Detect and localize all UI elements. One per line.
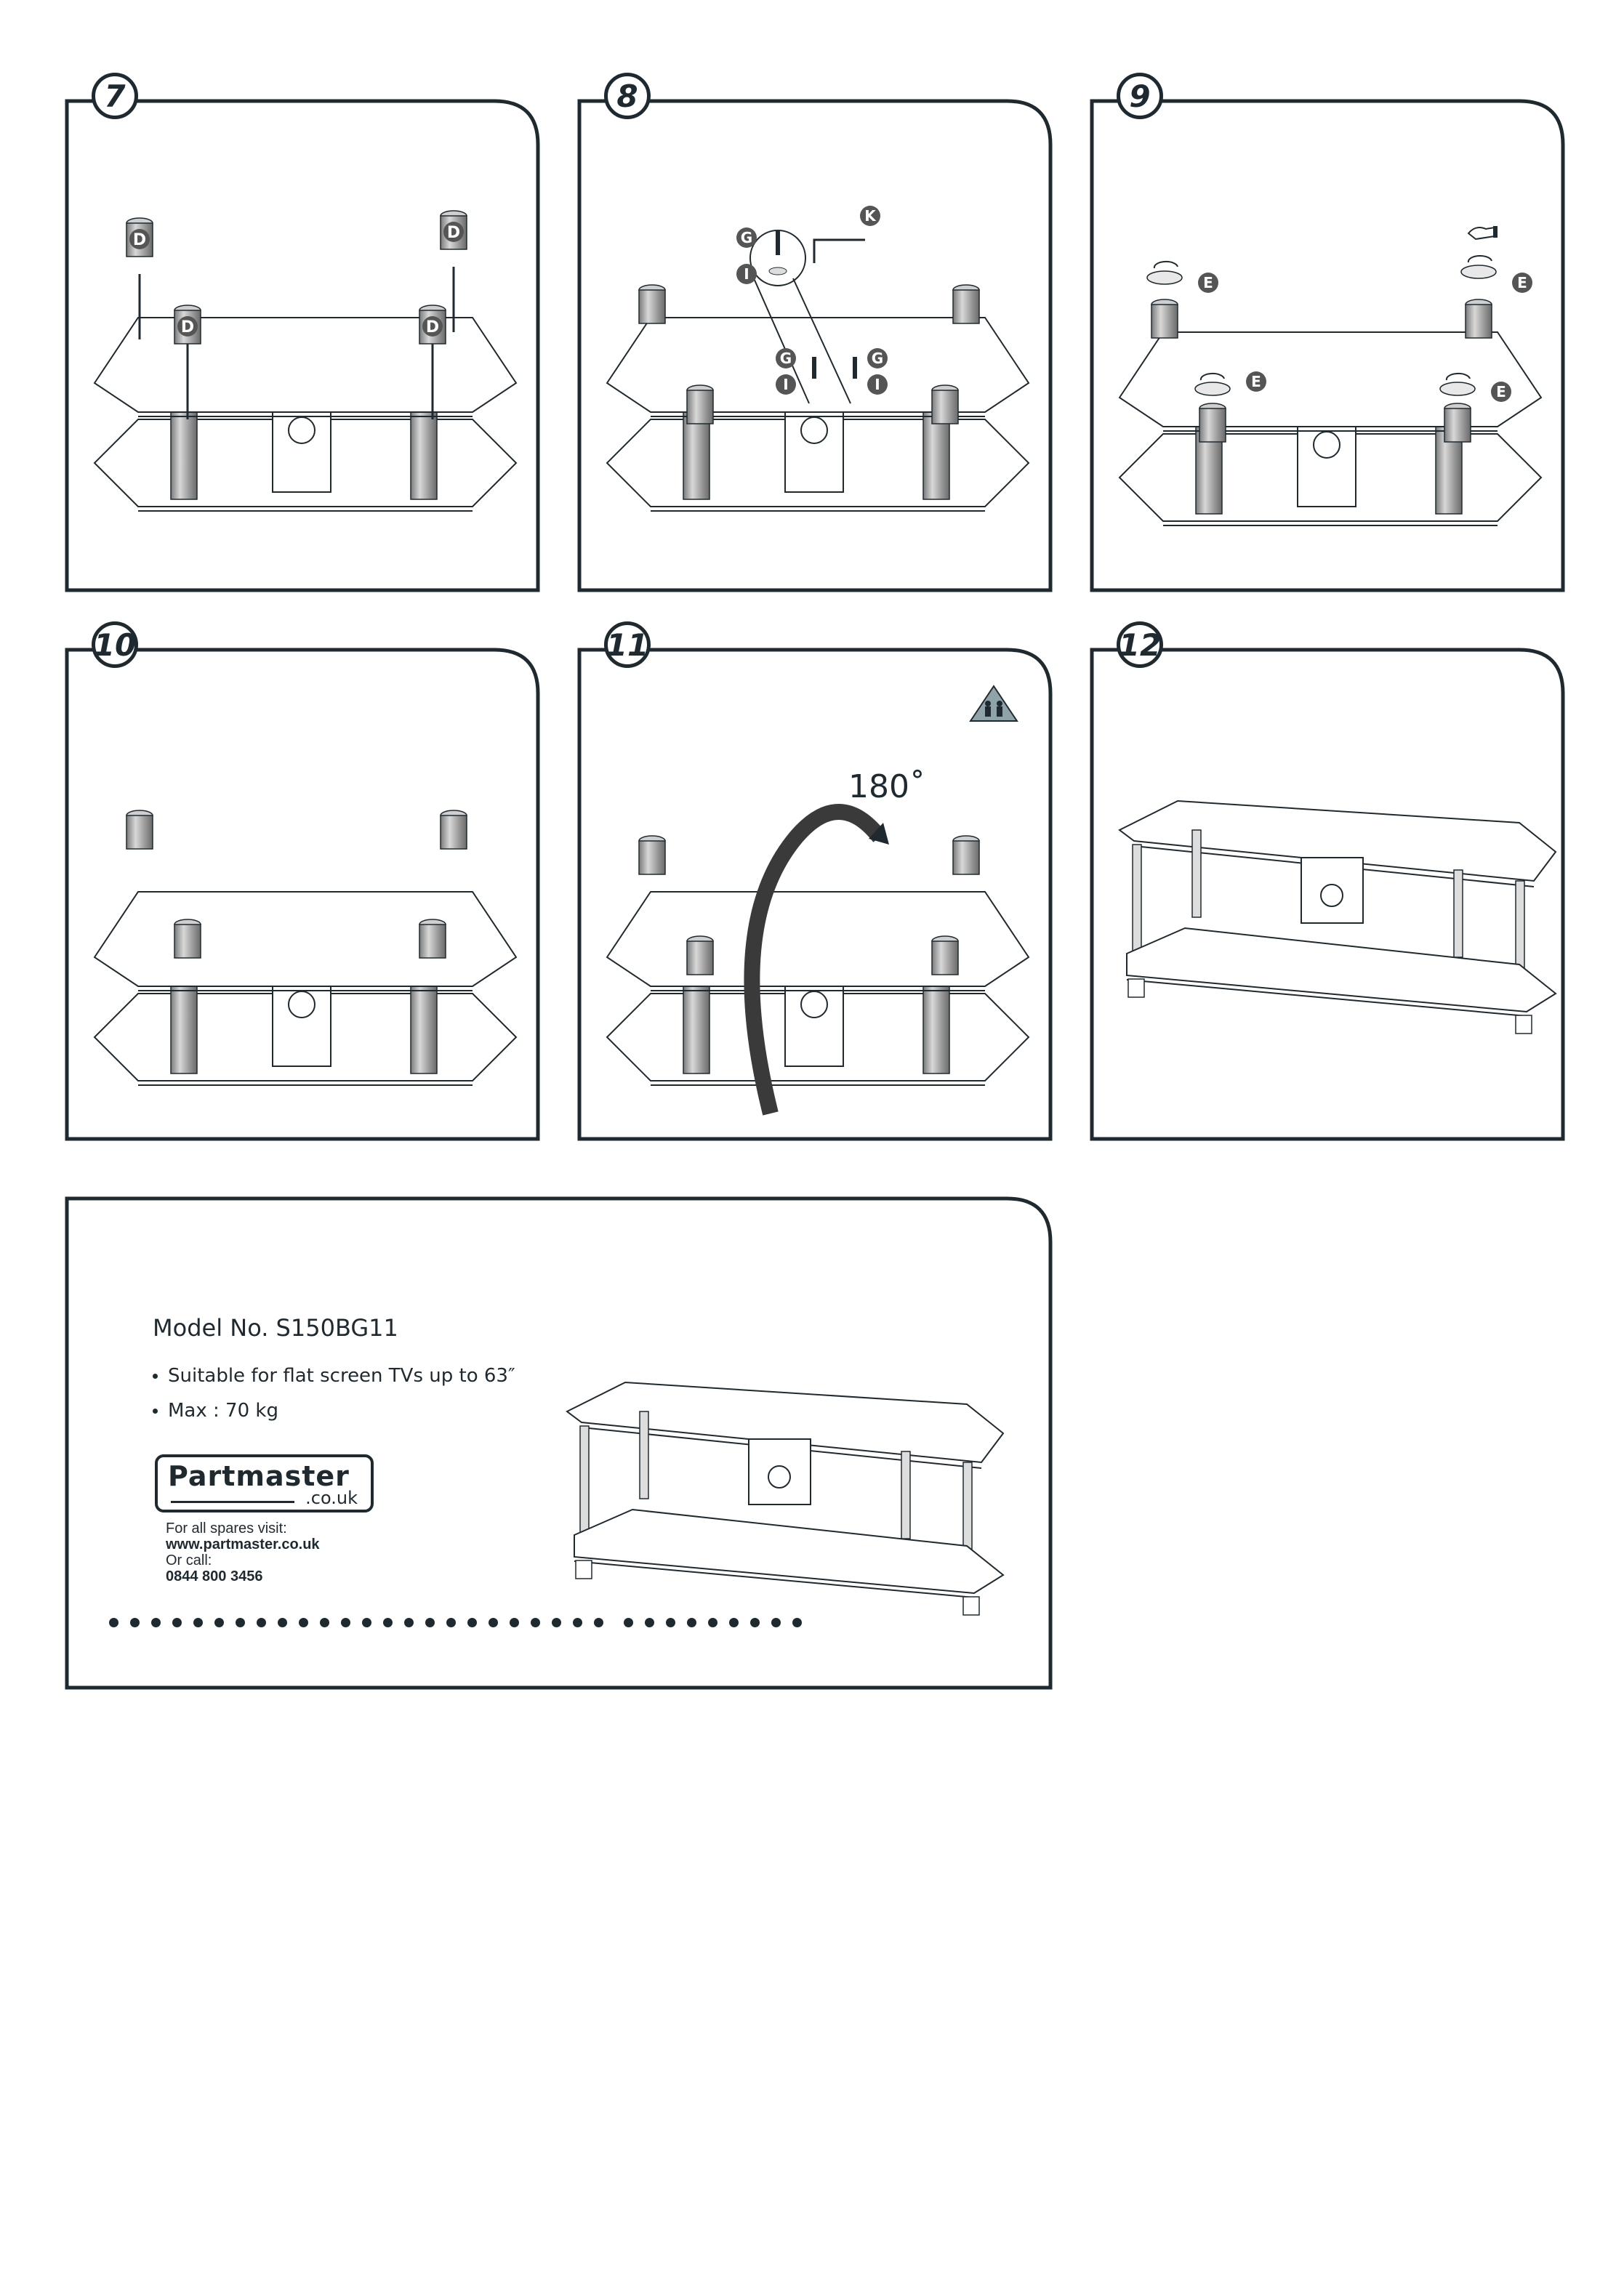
part-label-d: D xyxy=(447,224,460,242)
part-label-d: D xyxy=(181,318,194,337)
step-12-illustration xyxy=(1090,648,1564,1140)
divider-dot xyxy=(383,1618,393,1627)
step-8-panel: 8 G I K G I G I xyxy=(578,100,1052,592)
part-label-d: D xyxy=(133,231,146,249)
part-label-k: K xyxy=(864,207,877,225)
divider-dot xyxy=(362,1618,371,1627)
divider-dot xyxy=(510,1618,519,1627)
divider-dot xyxy=(425,1618,435,1627)
step-10-illustration xyxy=(65,648,539,1140)
dot-divider xyxy=(109,1618,802,1627)
divider-dot xyxy=(645,1618,654,1627)
divider-dot xyxy=(299,1618,308,1627)
divider-dot xyxy=(467,1618,477,1627)
product-illustration xyxy=(65,1197,1052,1689)
part-label-g: G xyxy=(780,350,792,367)
step-12-panel: 12 xyxy=(1090,648,1564,1140)
part-label-i: I xyxy=(875,376,880,393)
divider-dot xyxy=(594,1618,603,1627)
part-label-g: G xyxy=(872,350,883,367)
step-9-illustration: E E E E xyxy=(1090,100,1564,592)
spares-url-text[interactable]: www.partmaster.co.uk xyxy=(166,1536,320,1552)
part-label-i: I xyxy=(744,265,749,283)
divider-dot xyxy=(214,1618,224,1627)
divider-dot xyxy=(792,1618,802,1627)
spec-text: Suitable for flat screen TVs up to 63″ xyxy=(168,1365,515,1387)
step-8-illustration: G I K G I G I xyxy=(578,100,1052,592)
step-7-illustration: D D D D xyxy=(65,100,539,592)
divider-dot xyxy=(666,1618,675,1627)
divider-dot xyxy=(404,1618,414,1627)
part-label-g: G xyxy=(741,229,752,246)
divider-dot xyxy=(708,1618,717,1627)
divider-dot xyxy=(750,1618,760,1627)
partmaster-logo: Partmaster .co.uk xyxy=(155,1454,374,1512)
divider-dot xyxy=(687,1618,696,1627)
divider-dot xyxy=(489,1618,498,1627)
two-person-icon xyxy=(970,686,1017,721)
phone-number: 0844 800 3456 xyxy=(166,1568,262,1584)
divider-dot xyxy=(151,1618,161,1627)
divider-dot xyxy=(320,1618,329,1627)
spec-bullet: Max : 70 kg xyxy=(153,1400,278,1422)
step-11-panel: 11 180˚ xyxy=(578,648,1052,1140)
part-label-d: D xyxy=(426,318,439,337)
phone-text: 0844 800 3456 xyxy=(166,1568,262,1584)
divider-dot xyxy=(172,1618,182,1627)
part-label-e: E xyxy=(1496,383,1506,400)
product-info-panel xyxy=(65,1197,1052,1689)
part-label-e: E xyxy=(1517,274,1527,291)
step-7-panel: 7 D D D D xyxy=(65,100,539,592)
divider-dot xyxy=(278,1618,287,1627)
step-9-panel: 9 E E E E xyxy=(1090,100,1564,592)
divider-dot xyxy=(236,1618,245,1627)
divider-dot xyxy=(257,1618,266,1627)
step-10-panel: 10 xyxy=(65,648,539,1140)
spares-label: For all spares visit: xyxy=(166,1520,287,1536)
hand-icon xyxy=(1468,226,1498,239)
part-label-e: E xyxy=(1251,373,1261,390)
spec-text: Max : 70 kg xyxy=(168,1400,278,1422)
spec-bullet: Suitable for flat screen TVs up to 63″ xyxy=(153,1365,515,1387)
part-label-e: E xyxy=(1203,274,1213,291)
divider-dot xyxy=(531,1618,540,1627)
divider-dot xyxy=(130,1618,140,1627)
divider-dot xyxy=(109,1618,118,1627)
divider-dot xyxy=(771,1618,781,1627)
divider-dot xyxy=(573,1618,582,1627)
divider-dot xyxy=(193,1618,203,1627)
spares-url[interactable]: www.partmaster.co.uk xyxy=(166,1536,320,1552)
divider-dot xyxy=(446,1618,456,1627)
divider-dot xyxy=(729,1618,739,1627)
divider-dot xyxy=(341,1618,350,1627)
divider-dot xyxy=(624,1618,633,1627)
step-11-illustration xyxy=(578,648,1052,1140)
divider-dot xyxy=(552,1618,561,1627)
part-label-i: I xyxy=(783,376,788,393)
logo-underline xyxy=(171,1501,294,1503)
model-number: Model No. S150BG11 xyxy=(153,1314,398,1342)
logo-domain: .co.uk xyxy=(305,1488,358,1508)
call-label: Or call: xyxy=(166,1552,212,1568)
